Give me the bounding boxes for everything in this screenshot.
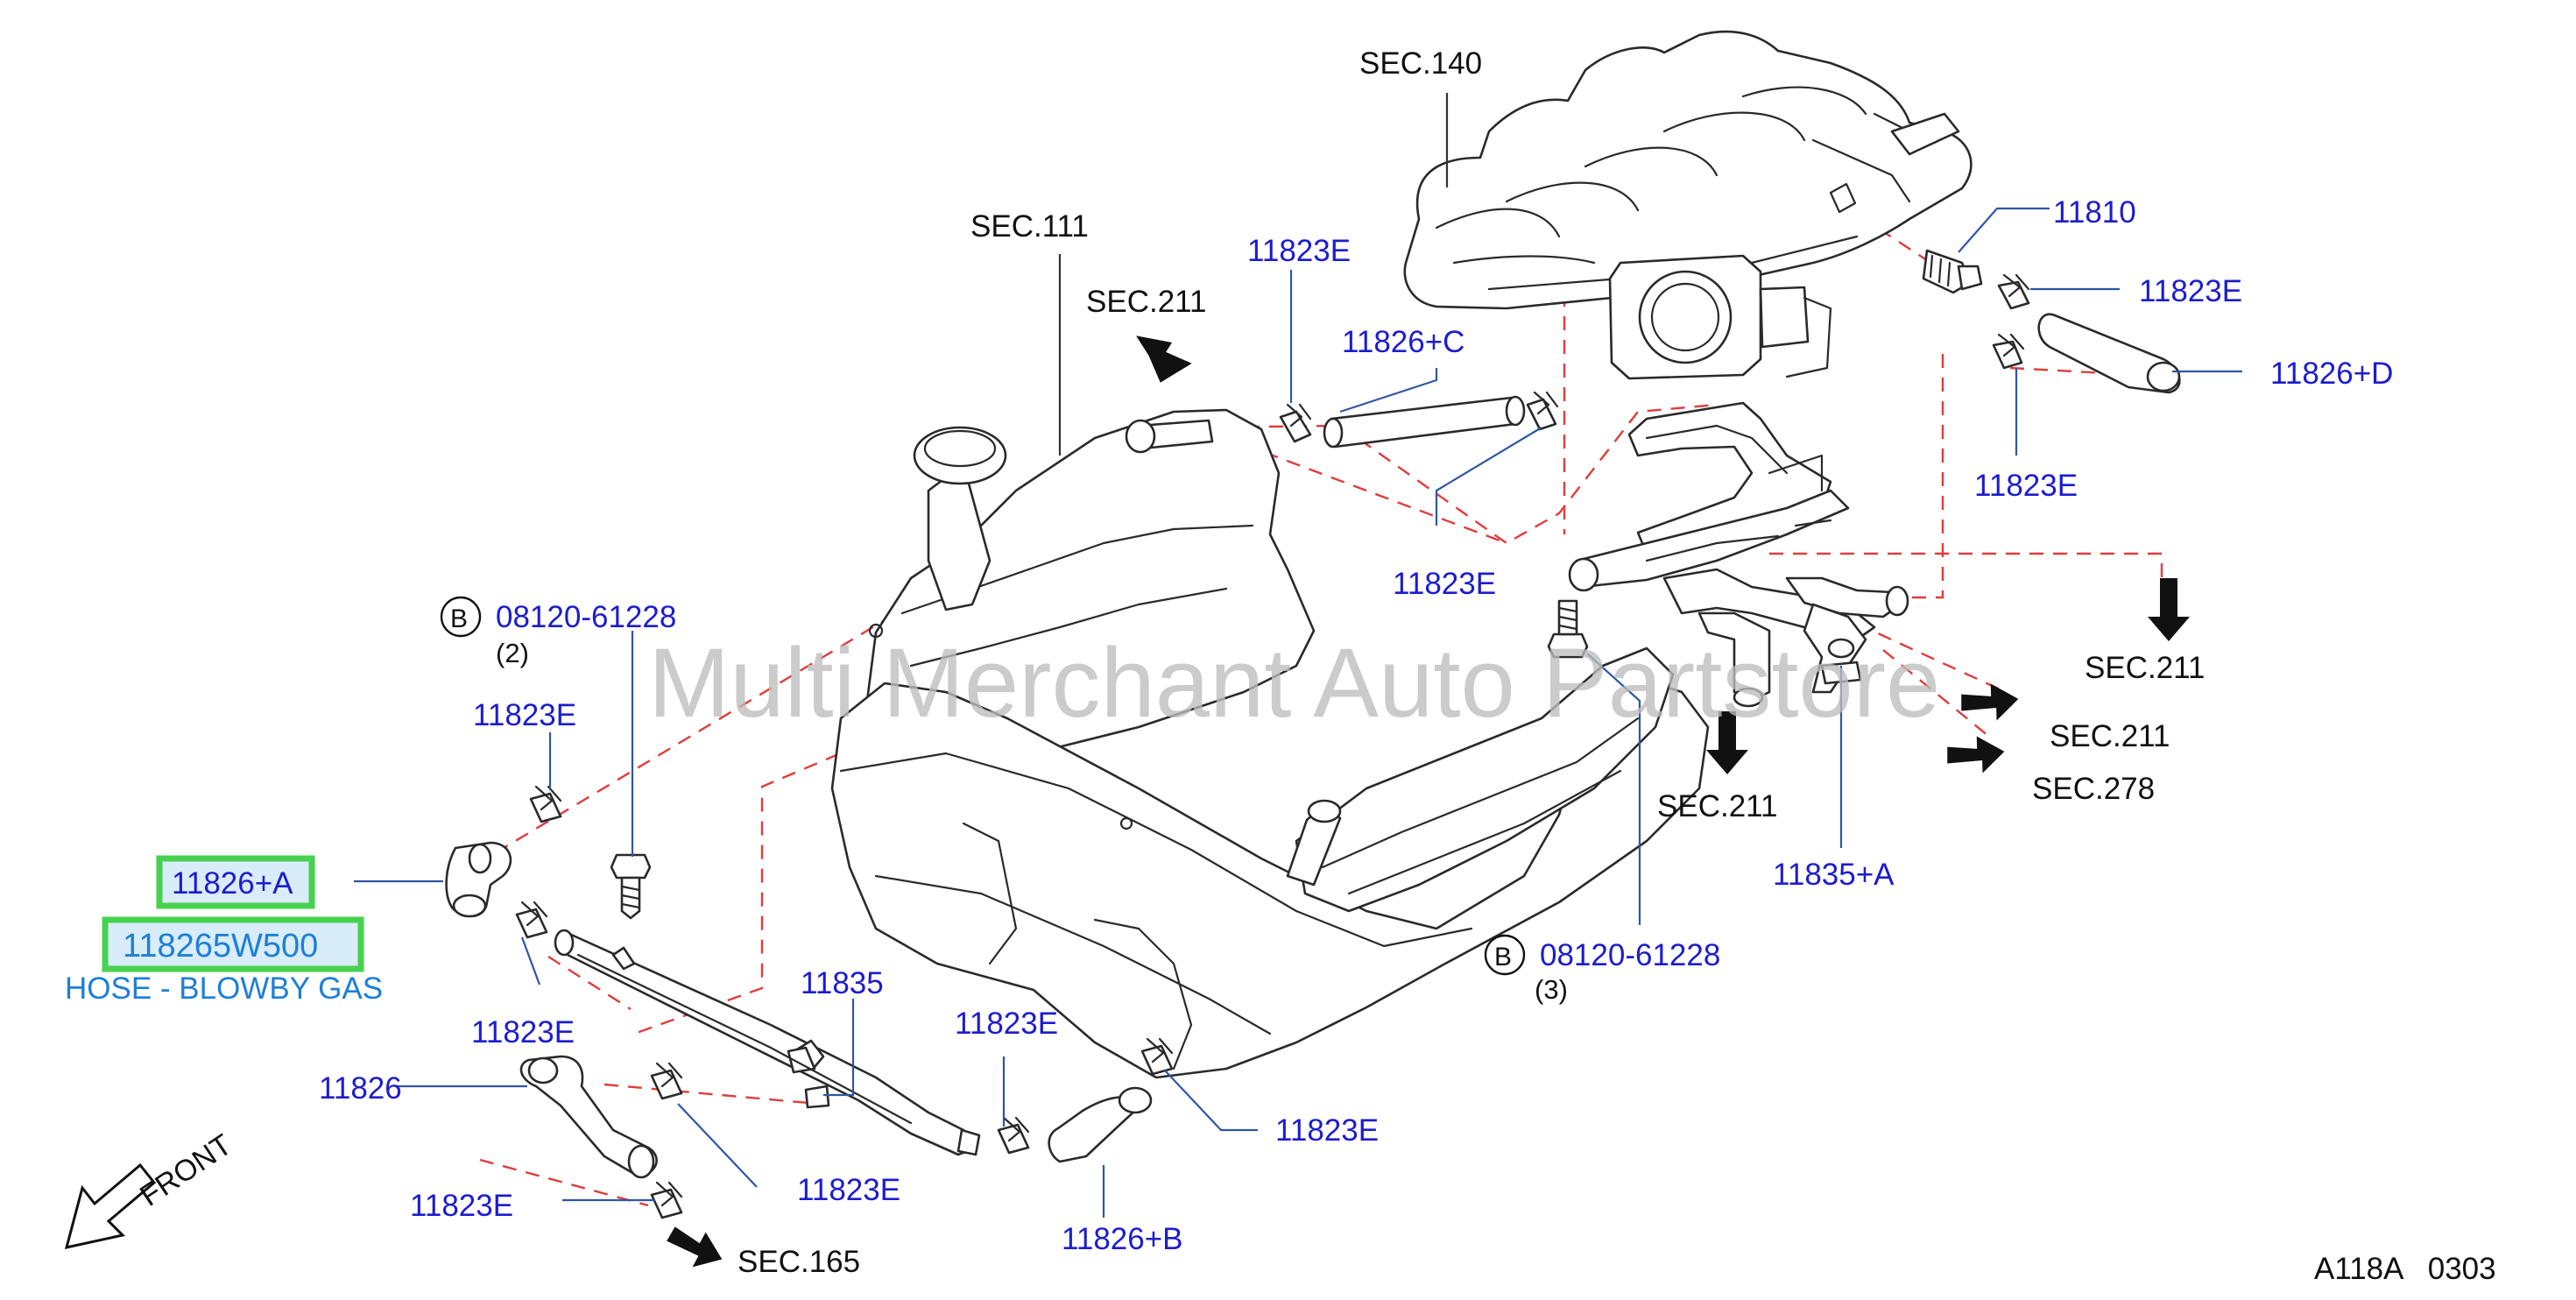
- hose-11826d: [2037, 313, 2181, 394]
- highlighted-part[interactable]: 11826+A 118265W500 HOSE - BLOWBY GAS: [65, 855, 383, 1006]
- label-11826b[interactable]: 11826+B: [1062, 1222, 1183, 1256]
- label-11823e-tr2[interactable]: 11823E: [1974, 469, 2078, 503]
- leader-lines: [354, 93, 2242, 1218]
- label-11823e-bot1[interactable]: 11823E: [955, 1007, 1058, 1041]
- label-11823e-bot4[interactable]: 11823E: [410, 1189, 513, 1223]
- label-11823e-top[interactable]: 11823E: [1247, 234, 1351, 268]
- label-11823e-mid[interactable]: 11823E: [1393, 567, 1496, 601]
- pcv-valve-11810: [1922, 249, 1983, 294]
- sec-111-label: SEC.111: [970, 209, 1089, 244]
- section-labels: SEC.140 SEC.111 SEC.211 SEC.211 SEC.211 …: [738, 46, 2205, 1279]
- label-11810[interactable]: 11810: [2053, 195, 2136, 230]
- sec-211-right1-label: SEC.211: [2085, 651, 2205, 685]
- bolt-part-number-2[interactable]: 08120-61228: [1540, 938, 1720, 972]
- highlight-ref-label[interactable]: 11826+A: [172, 866, 293, 901]
- label-11835a[interactable]: 11835+A: [1773, 858, 1895, 892]
- bolt-b-circle-1: [440, 596, 482, 638]
- part-labels[interactable]: 11810 11823E 11826+D 11823E 11823E 11826…: [319, 195, 2393, 1256]
- highlight-part-number[interactable]: 118265W500: [123, 928, 318, 964]
- hose-11826c: [1323, 395, 1526, 449]
- sec-140-label: SEC.140: [1359, 46, 1482, 81]
- diagram-code: A118A 0303: [2314, 1252, 2496, 1286]
- hose-11826: [519, 1055, 658, 1179]
- highlight-box-ref[interactable]: [156, 855, 315, 909]
- hose-11826a: [445, 841, 512, 918]
- bolt-callout-2[interactable]: B 08120-61228 (3): [1484, 934, 1720, 1005]
- bolt-qty-1: (2): [496, 638, 529, 668]
- bolt-b-letter-2: B: [1494, 943, 1512, 971]
- pipe-11835: [554, 929, 981, 1156]
- label-11823e-left1[interactable]: 11823E: [473, 698, 576, 732]
- bolt-b-letter-1: B: [450, 604, 468, 633]
- bolt-icon: [610, 599, 1589, 920]
- watermark: Multi Merchant Auto Partstore: [648, 628, 1940, 738]
- label-11826[interactable]: 11826: [319, 1071, 402, 1106]
- block-arrow-icon: [667, 336, 2190, 1268]
- highlight-part-name[interactable]: HOSE - BLOWBY GAS: [65, 971, 383, 1006]
- label-11826d[interactable]: 11826+D: [2270, 357, 2393, 391]
- pipe-assembly-11835a: [1568, 401, 1909, 708]
- label-11823e-bot2[interactable]: 11823E: [1275, 1113, 1379, 1148]
- sec-211-top-label: SEC.211: [1086, 285, 1207, 319]
- bolt-callout-1[interactable]: B 08120-61228 (2): [440, 596, 676, 668]
- label-11823e-left2[interactable]: 11823E: [471, 1015, 575, 1049]
- intake-manifold: [1403, 30, 1973, 380]
- sec-211-mid-label: SEC.211: [1657, 789, 1778, 823]
- engine-block: [830, 408, 1710, 1079]
- front-label: FRONT: [134, 1128, 237, 1213]
- sec-165-label: SEC.165: [738, 1245, 860, 1279]
- outline-arrow-icon: [64, 1162, 157, 1249]
- bolt-part-number-1[interactable]: 08120-61228: [496, 600, 676, 634]
- label-11826c[interactable]: 11826+C: [1342, 325, 1464, 359]
- label-11823e-tr1[interactable]: 11823E: [2139, 274, 2242, 308]
- bolt-qty-2: (3): [1535, 974, 1568, 1005]
- sec-211-right2-label: SEC.211: [2050, 719, 2170, 753]
- hose-11826b: [1048, 1086, 1153, 1163]
- label-11823e-bot3[interactable]: 11823E: [797, 1173, 900, 1207]
- sec-278-label: SEC.278: [2032, 772, 2155, 806]
- highlight-box-part-number[interactable]: [102, 916, 364, 972]
- bolt-b-circle-2: [1484, 934, 1526, 976]
- hose-clamp-icon: [515, 273, 2030, 1219]
- label-11835[interactable]: 11835: [801, 966, 884, 1000]
